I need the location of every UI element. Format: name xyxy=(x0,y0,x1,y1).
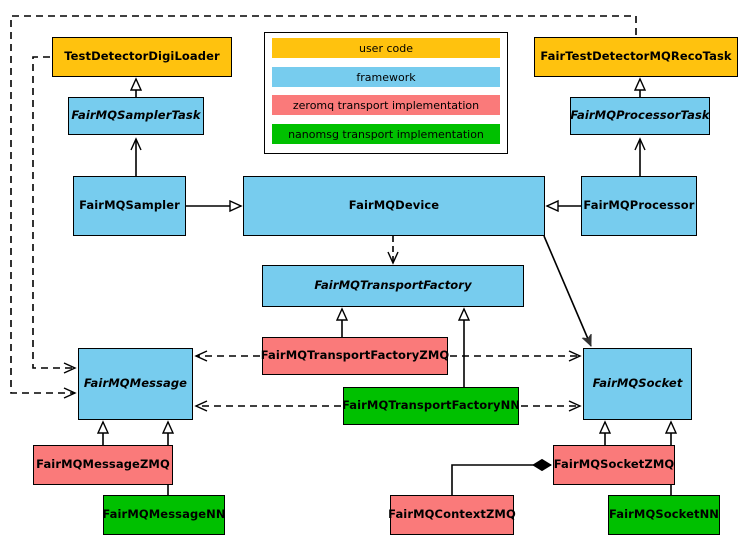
node-fair-mq-sampler[interactable]: FairMQSampler xyxy=(73,176,186,236)
legend-item-user-code: user code xyxy=(272,38,500,58)
node-fair-mq-device[interactable]: FairMQDevice xyxy=(243,176,545,236)
node-label: FairMQTransportFactoryZMQ xyxy=(260,348,450,363)
node-label: FairMQMessageNN xyxy=(102,507,226,522)
node-fair-mq-socket-nn[interactable]: FairMQSocketNN xyxy=(608,495,720,535)
edge-device-socket xyxy=(543,235,592,346)
node-label: FairMQSamplerTask xyxy=(71,108,201,123)
node-fair-mq-message-zmq[interactable]: FairMQMessageZMQ xyxy=(33,445,173,485)
node-fair-mq-message[interactable]: FairMQMessage xyxy=(78,348,193,420)
edge-contextzmq-socketzmq xyxy=(451,458,552,495)
node-label: FairMQSocket xyxy=(592,376,683,391)
node-label: FairMQSampler xyxy=(79,198,180,213)
legend-item-label: user code xyxy=(358,41,414,55)
node-fair-mq-processor[interactable]: FairMQProcessor xyxy=(581,176,697,236)
legend-item-label: nanomsg transport implementation xyxy=(288,127,484,141)
node-label: FairMQMessage xyxy=(83,376,188,391)
node-label: FairMQSocketZMQ xyxy=(553,457,675,472)
node-fair-mq-message-nn[interactable]: FairMQMessageNN xyxy=(102,495,226,535)
node-label: FairMQTransportFactoryNN xyxy=(341,398,521,413)
node-fair-mq-context-zmq[interactable]: FairMQContextZMQ xyxy=(388,495,516,535)
node-fair-mq-transport-factory[interactable]: FairMQTransportFactory xyxy=(262,265,524,307)
node-fair-mq-socket[interactable]: FairMQSocket xyxy=(583,348,692,420)
node-label: FairMQTransportFactory xyxy=(314,278,472,293)
node-label: TestDetectorDigiLoader xyxy=(64,49,220,64)
node-label: FairTestDetectorMQRecoTask xyxy=(540,49,732,64)
legend-item-zeromq: zeromq transport implementation xyxy=(272,95,500,115)
node-fair-mq-socket-zmq[interactable]: FairMQSocketZMQ xyxy=(553,445,675,485)
legend-item-label: zeromq transport implementation xyxy=(292,98,480,112)
node-label: FairMQContextZMQ xyxy=(388,507,516,522)
node-label: FairMQSocketNN xyxy=(608,507,720,522)
node-test-detector-digi-loader[interactable]: TestDetectorDigiLoader xyxy=(52,37,232,77)
node-label: FairMQProcessorTask xyxy=(570,108,710,123)
node-fair-test-detector-mq-reco-task[interactable]: FairTestDetectorMQRecoTask xyxy=(534,37,738,77)
node-label: FairMQMessageZMQ xyxy=(36,457,170,472)
legend-item-label: framework xyxy=(356,70,416,84)
node-fair-mq-transport-factory-zmq[interactable]: FairMQTransportFactoryZMQ xyxy=(260,337,450,375)
node-fair-mq-transport-factory-nn[interactable]: FairMQTransportFactoryNN xyxy=(341,387,521,425)
node-label: FairMQDevice xyxy=(348,198,440,213)
node-fair-mq-sampler-task[interactable]: FairMQSamplerTask xyxy=(68,97,204,135)
node-fair-mq-processor-task[interactable]: FairMQProcessorTask xyxy=(570,97,710,135)
legend-item-framework: framework xyxy=(272,67,500,87)
legend-item-nanomsg: nanomsg transport implementation xyxy=(272,124,500,144)
node-label: FairMQProcessor xyxy=(583,198,695,213)
